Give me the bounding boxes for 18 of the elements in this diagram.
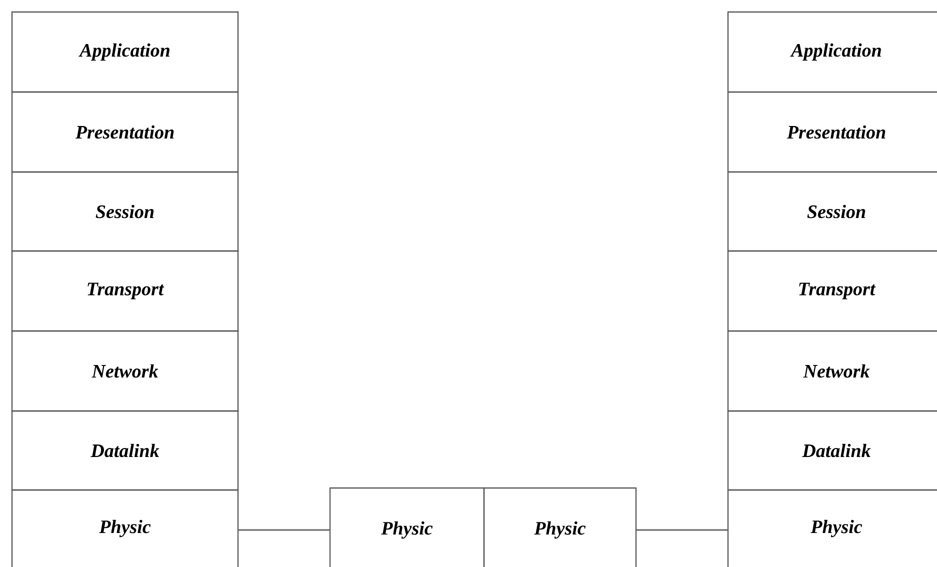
layer-box: Session [11,171,239,252]
layer-box: Network [727,330,937,412]
layer-box: Presentation [11,91,239,173]
layer-box: Presentation [727,91,937,173]
layer-box: Application [11,11,239,93]
layer-box: Transport [11,250,239,332]
layer-box: Physic [483,487,637,567]
layer-box: Network [11,330,239,412]
layer-box: Transport [727,250,937,332]
connector-line [636,529,728,531]
layer-box: Datalink [11,410,239,491]
layer-box: Physic [329,487,485,567]
layer-box: Application [727,11,937,93]
layer-box: Physic [11,489,239,567]
layer-box: Datalink [727,410,937,491]
layer-box: Physic [727,489,937,567]
connector-line [238,529,330,531]
layer-box: Session [727,171,937,252]
